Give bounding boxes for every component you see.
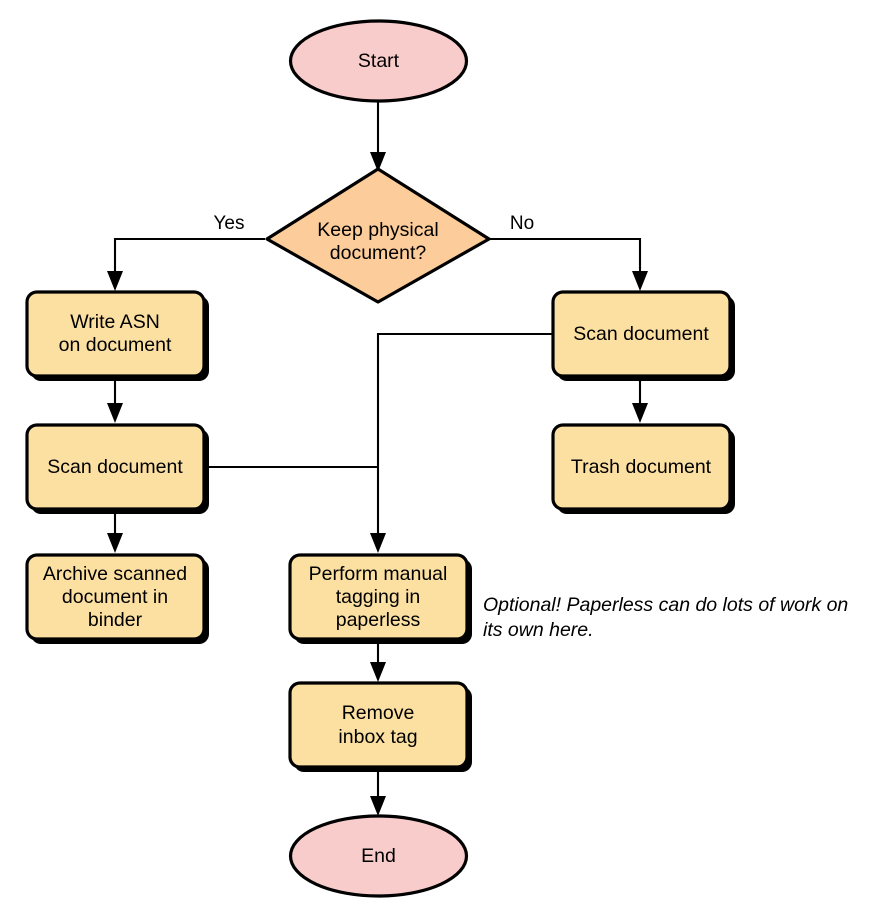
annotation-line2: its own here. — [483, 619, 594, 641]
edge-write-asn-to-scan-left — [107, 377, 123, 423]
arrowhead-icon — [370, 796, 386, 816]
node-scan-left-label: Scan document — [47, 456, 183, 478]
node-scan-document-right[interactable]: Scan document — [551, 290, 735, 381]
node-write-asn-label-line2: on document — [59, 334, 172, 356]
node-tagging-shape[interactable] — [288, 553, 469, 641]
node-trash-label: Trash document — [571, 456, 712, 478]
node-end[interactable]: End — [288, 814, 469, 898]
node-start-shape[interactable] — [288, 19, 469, 103]
node-trash-shape[interactable] — [551, 423, 732, 511]
edge-line — [113, 237, 265, 279]
edge-decision-to-write-asn: Yes — [107, 213, 265, 291]
edge-line — [376, 332, 553, 541]
node-write-asn-on-document[interactable]: Write ASN on document — [25, 290, 209, 381]
edge-label-no: No — [510, 213, 534, 234]
node-archive-label-line2: document in — [62, 586, 168, 608]
node-scan-document-left[interactable]: Scan document — [25, 423, 209, 514]
annotation-line1: Optional! Paperless can do lots of work … — [483, 594, 848, 616]
node-remove-inbox-label-line2: inbox tag — [338, 726, 417, 748]
node-archive-scanned-document[interactable]: Archive scanned document in binder — [25, 553, 209, 644]
node-write-asn-shape[interactable] — [25, 290, 206, 378]
edge-remove-inbox-to-end — [370, 768, 386, 816]
node-perform-manual-tagging[interactable]: Perform manual tagging in paperless — [288, 553, 472, 644]
annotation-optional-note: Optional! Paperless can do lots of work … — [483, 594, 848, 641]
arrowhead-icon — [632, 403, 648, 423]
edge-label-yes: Yes — [214, 213, 245, 234]
node-layer: Start Keep physical document? Write ASN … — [25, 19, 735, 898]
arrowhead-icon — [370, 662, 386, 682]
edge-layer: Yes No — [107, 101, 648, 816]
node-scan-right-label: Scan document — [573, 323, 709, 345]
edge-tagging-to-remove-inbox — [370, 643, 386, 682]
edge-scan-right-to-tagging — [370, 332, 553, 553]
edge-start-to-decision — [370, 101, 386, 172]
arrowhead-icon — [107, 533, 123, 553]
node-tagging-label-line1: Perform manual — [309, 563, 448, 585]
edge-scan-right-to-trash — [632, 377, 648, 423]
arrowhead-icon — [370, 152, 386, 172]
node-keep-physical-document[interactable]: Keep physical document? — [265, 167, 491, 304]
edge-line — [490, 237, 642, 279]
node-end-label: End — [361, 845, 396, 867]
node-start[interactable]: Start — [288, 19, 469, 103]
arrowhead-icon — [632, 271, 648, 291]
node-tagging-label-line3: paperless — [336, 609, 421, 631]
node-tagging-label-line2: tagging in — [336, 586, 421, 608]
edge-scan-left-to-archive — [107, 510, 123, 553]
node-scan-right-shape[interactable] — [551, 290, 732, 378]
node-remove-inbox-label-line1: Remove — [342, 702, 415, 724]
node-decision-label-line1: Keep physical — [317, 219, 438, 241]
node-write-asn-label-line1: Write ASN — [70, 311, 160, 333]
arrowhead-icon — [370, 533, 386, 553]
node-remove-inbox-shape[interactable] — [288, 681, 469, 769]
node-archive-label-line1: Archive scanned — [43, 563, 187, 585]
node-decision-label-line2: document? — [330, 242, 427, 264]
node-decision-shape[interactable] — [265, 167, 491, 304]
node-remove-inbox-tag[interactable]: Remove inbox tag — [288, 681, 472, 772]
node-end-shape[interactable] — [288, 814, 469, 898]
node-scan-left-shape[interactable] — [25, 423, 206, 511]
arrowhead-icon — [107, 403, 123, 423]
edge-decision-to-scan-right: No — [490, 213, 648, 291]
arrowhead-icon — [107, 271, 123, 291]
node-trash-document[interactable]: Trash document — [551, 423, 735, 514]
node-start-label: Start — [358, 50, 400, 72]
node-archive-label-line3: binder — [88, 609, 143, 631]
node-archive-shape[interactable] — [25, 553, 206, 641]
